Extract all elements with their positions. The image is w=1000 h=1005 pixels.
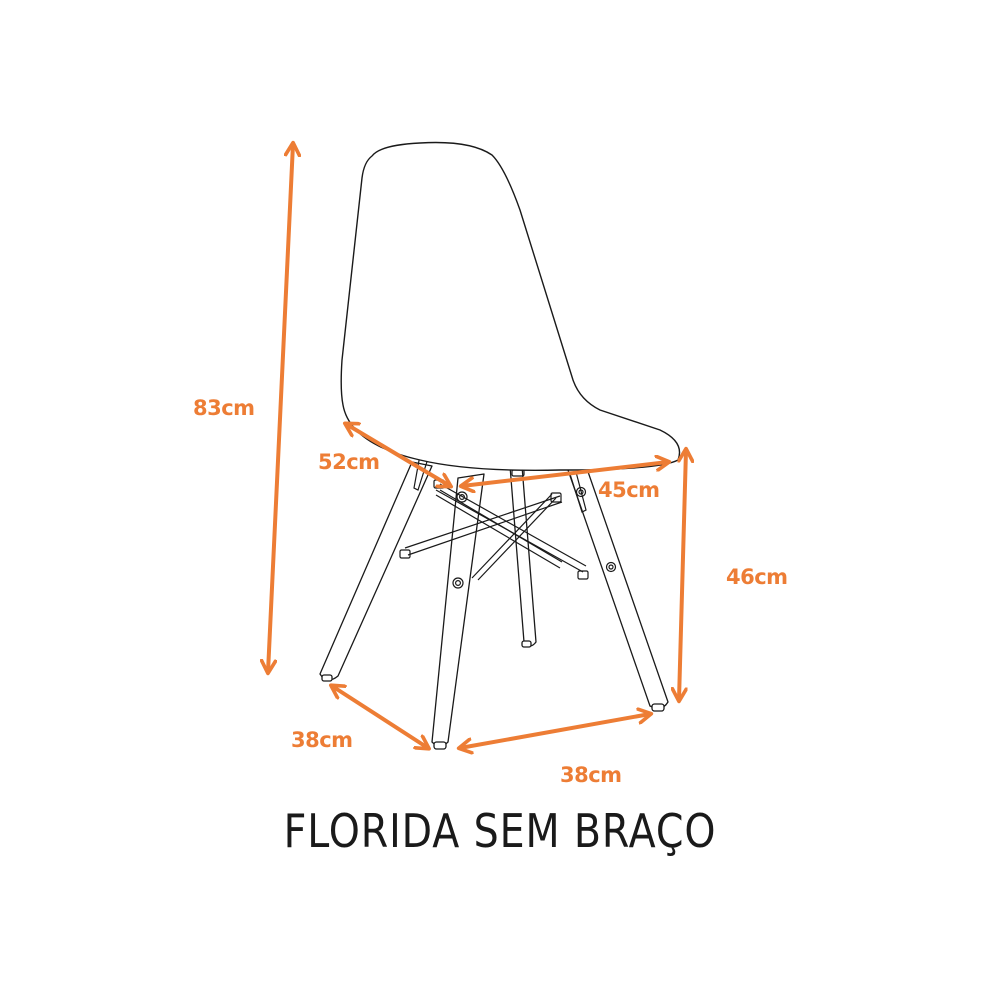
left-leg [319,461,433,681]
label-seat-depth: 52cm [318,450,380,474]
product-title: FLORIDA SEM BRAÇO [283,804,717,858]
height-83-arrow [268,144,293,672]
front-leg [431,473,485,747]
label-total-height: 83cm [193,396,255,420]
chair-legs [319,461,669,750]
label-base-width: 38cm [560,763,622,787]
width-45-arrow [462,462,668,486]
label-base-depth: 38cm [291,728,353,752]
base-depth-38-arrow [332,686,428,748]
label-seat-height: 46cm [726,565,788,589]
base-width-38-arrow [460,714,650,748]
depth-52-arrow [346,424,450,486]
seat-height-46-arrow [679,450,686,700]
back-leg [505,465,537,647]
chair-shell [340,141,681,471]
right-leg [567,465,669,709]
dimension-arrows [268,144,686,748]
label-seat-width: 45cm [598,478,660,502]
